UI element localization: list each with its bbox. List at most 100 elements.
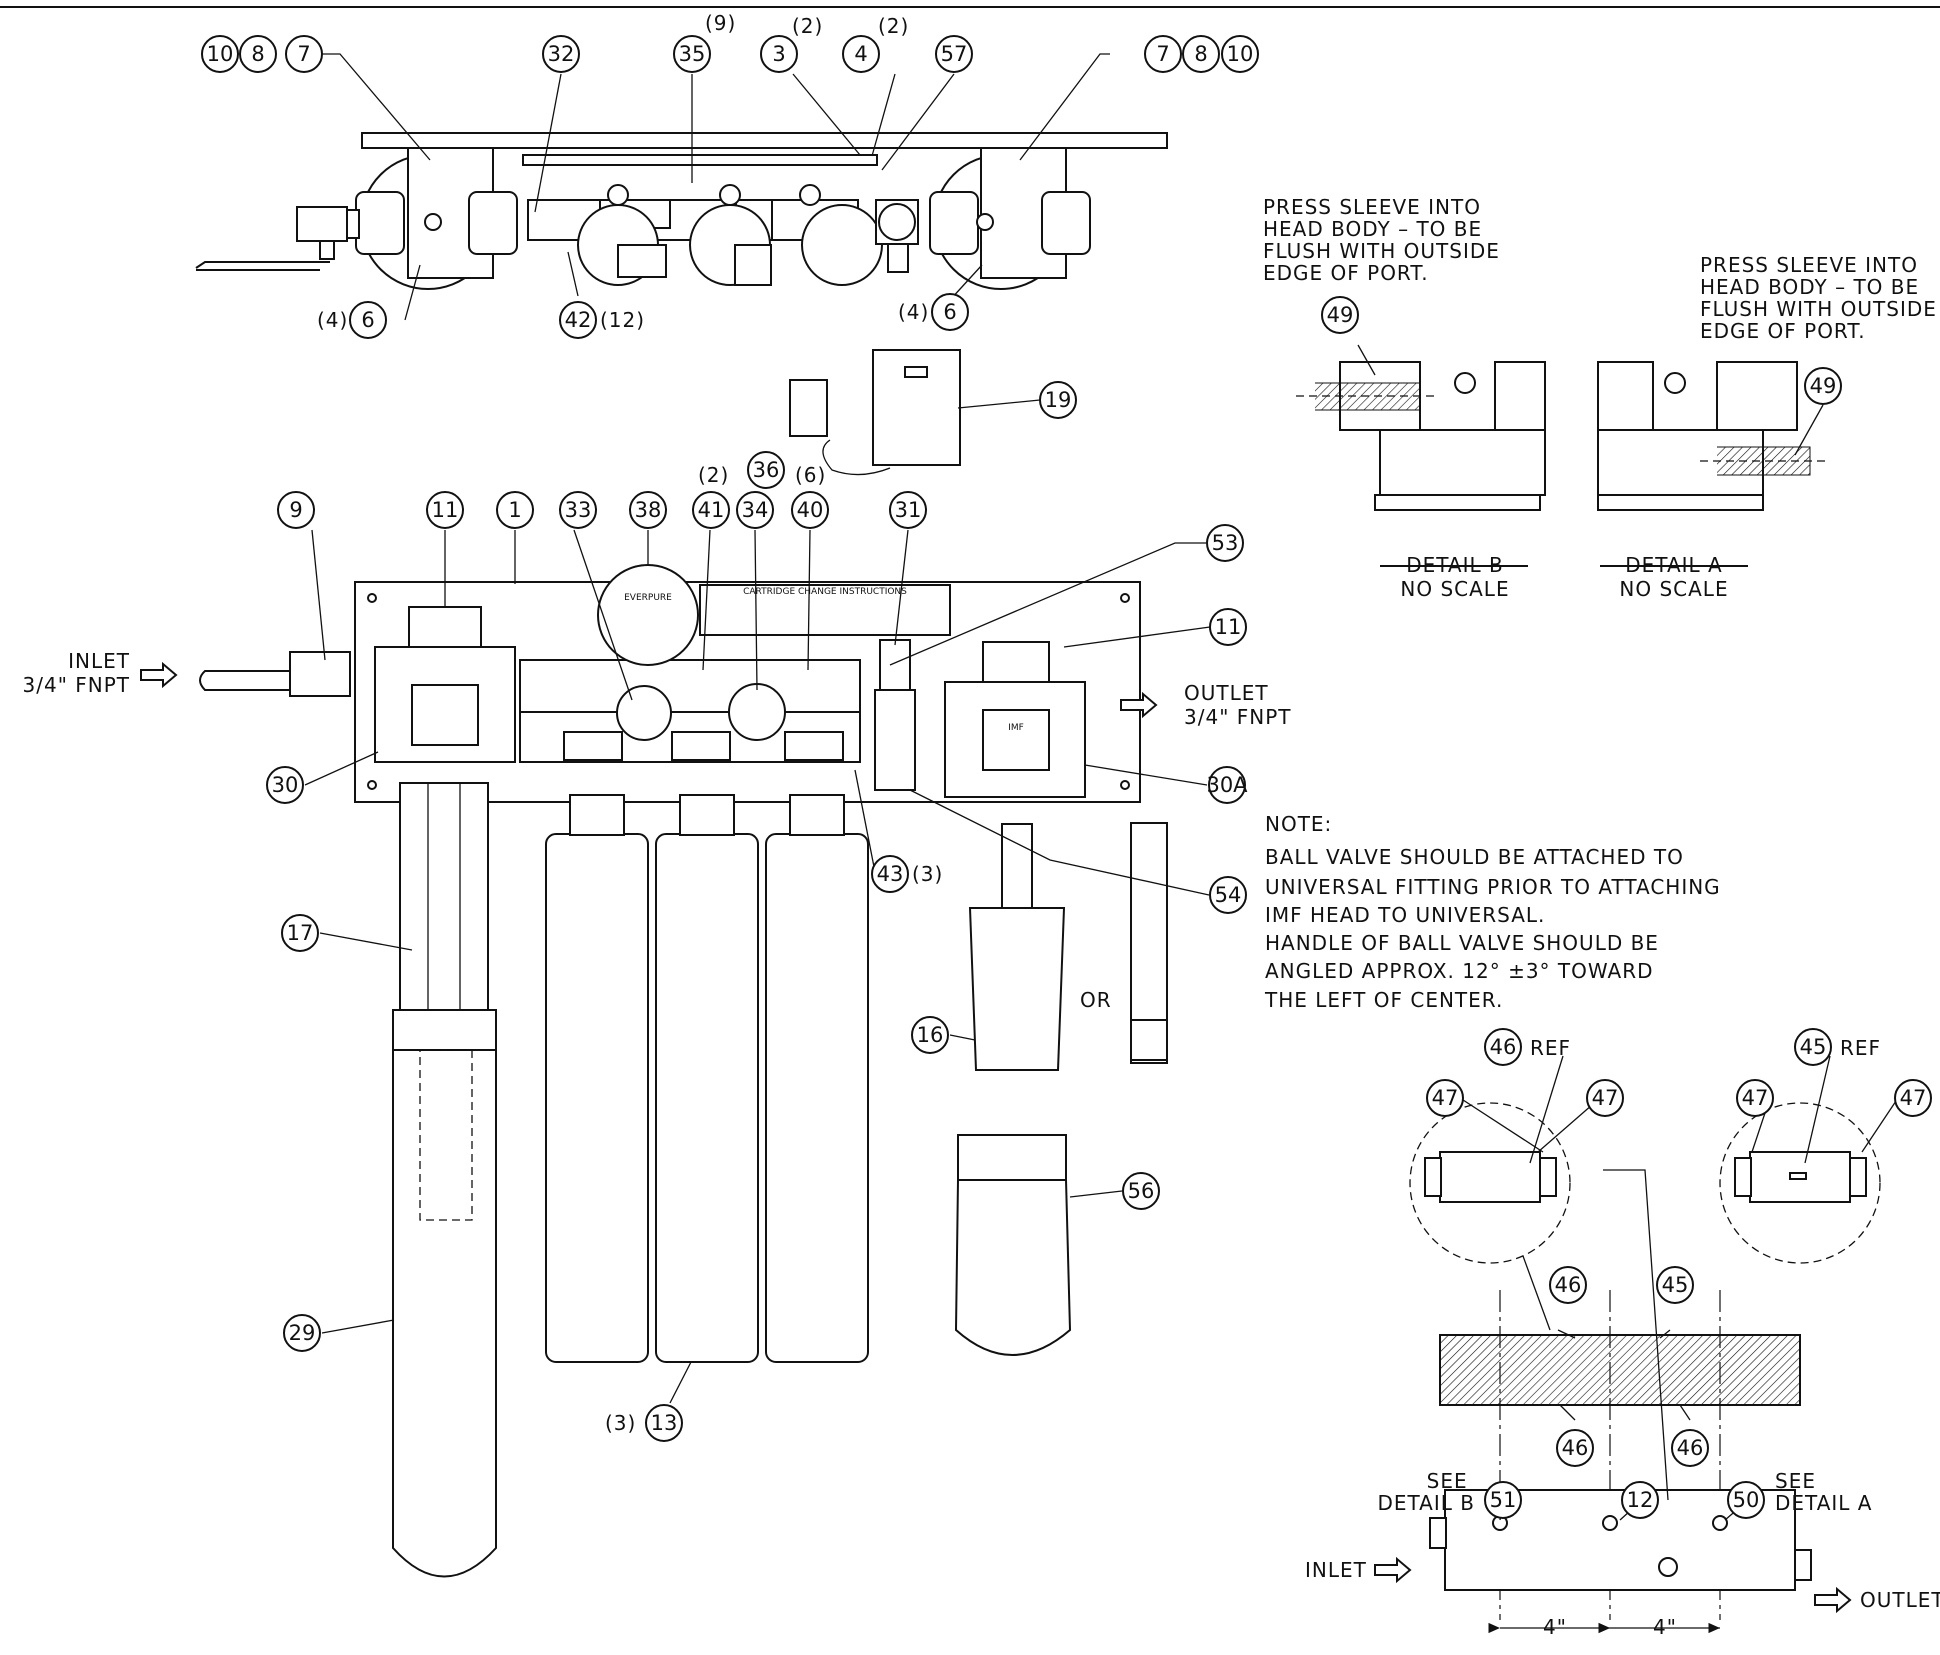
svg-text:11: 11 (432, 498, 459, 522)
svg-text:32: 32 (548, 42, 575, 66)
balloon-4: 4 (842, 35, 880, 73)
balloon-19: 19 (1039, 381, 1077, 419)
svg-text:6: 6 (361, 308, 374, 332)
qty-40: (6) (795, 463, 826, 487)
balloon-47-c: 47 (1736, 1079, 1774, 1117)
quantity-labels: (9) (2) (2) (4) (12) (4) (2) (6) (3) (3) (317, 11, 942, 1435)
balloon-57: 57 (935, 35, 973, 73)
balloon-9: 9 (277, 491, 315, 529)
svg-text:46: 46 (1562, 1436, 1589, 1460)
svg-text:45: 45 (1662, 1273, 1689, 1297)
balloon-54: 54 (1209, 876, 1247, 914)
cartridges (392, 782, 1168, 1578)
balloon-46-bottom-left: 46 (1556, 1429, 1594, 1467)
svg-text:57: 57 (941, 42, 968, 66)
svg-text:51: 51 (1490, 1488, 1517, 1512)
inlet2-arrow-icon (1374, 1556, 1412, 1584)
svg-text:7: 7 (297, 42, 310, 66)
outlet-label-2: OUTLET (1860, 1588, 1940, 1612)
balloon-49-a: 49 (1804, 367, 1842, 405)
dimension-4in-2: 4" (1653, 1615, 1677, 1639)
gauge-brand-label: EVERPURE (624, 593, 672, 603)
svg-text:3: 3 (772, 42, 785, 66)
svg-text:30A: 30A (1206, 773, 1248, 797)
svg-text:35: 35 (679, 42, 706, 66)
detail-a-title: DETAIL A (1625, 553, 1722, 577)
svg-text:36: 36 (753, 458, 780, 482)
press-sleeve-note-b: PRESS SLEEVE INTO HEAD BODY – TO BE FLUS… (1263, 195, 1507, 285)
balloon-10-right: 10 (1221, 35, 1259, 73)
balloon-46-bottom-right: 46 (1671, 1429, 1709, 1467)
svg-text:10: 10 (1227, 42, 1254, 66)
outlet-label: OUTLET (1184, 681, 1269, 705)
balloon-38: 38 (629, 491, 667, 529)
qty-41: (2) (698, 463, 729, 487)
qty-6-right: (4) (898, 300, 929, 324)
svg-text:49: 49 (1327, 303, 1354, 327)
svg-text:49: 49 (1810, 374, 1837, 398)
balloon-8-left: 8 (239, 35, 277, 73)
svg-text:1: 1 (508, 498, 521, 522)
balloon-46-top: 46 (1549, 1266, 1587, 1304)
balloon-45-ref: 45 (1794, 1028, 1832, 1066)
svg-text:13: 13 (651, 1411, 678, 1435)
pressure-gauge-small (616, 685, 672, 741)
inlet-label: INLET (68, 649, 130, 673)
svg-text:7: 7 (1156, 42, 1169, 66)
pressure-gauge-top (597, 564, 699, 666)
press-sleeve-note-a: PRESS SLEEVE INTO HEAD BODY – TO BE FLUS… (1700, 253, 1940, 343)
svg-text:11: 11 (1215, 615, 1242, 639)
balloon-47-a: 47 (1426, 1079, 1464, 1117)
svg-text:31: 31 (895, 498, 922, 522)
see-detail-b: SEE DETAIL B (1377, 1469, 1475, 1515)
note-body: BALL VALVE SHOULD BE ATTACHED TO UNIVERS… (1264, 845, 1728, 1012)
balloon-29: 29 (283, 1314, 321, 1352)
balloon-11-left: 11 (426, 491, 464, 529)
detail-a-scale: NO SCALE (1619, 577, 1728, 601)
svg-text:12: 12 (1627, 1488, 1654, 1512)
qty-42: (12) (600, 308, 645, 332)
svg-text:56: 56 (1128, 1179, 1155, 1203)
svg-text:47: 47 (1900, 1086, 1927, 1110)
balloon-30a: 30A (1206, 766, 1248, 804)
flow-arrows (140, 661, 1852, 1614)
svg-text:46: 46 (1555, 1273, 1582, 1297)
balloon-46-ref: 46 (1484, 1028, 1522, 1066)
outlet-arrow-icon (1120, 691, 1158, 719)
svg-text:46: 46 (1677, 1436, 1704, 1460)
balloon-53: 53 (1206, 524, 1244, 562)
svg-text:42: 42 (565, 308, 592, 332)
balloon-43: 43 (871, 855, 909, 893)
svg-text:45: 45 (1800, 1035, 1827, 1059)
balloon-7-left: 7 (285, 35, 323, 73)
outlet2-arrow-icon (1814, 1586, 1852, 1614)
balloon-34: 34 (736, 491, 774, 529)
balloon-50: 50 (1727, 1481, 1765, 1519)
detail-b-title: DETAIL B (1406, 553, 1504, 577)
svg-text:40: 40 (797, 498, 824, 522)
svg-text:19: 19 (1045, 388, 1072, 412)
balloon-12: 12 (1621, 1481, 1659, 1519)
cartridge-instructions-label: CARTRIDGE CHANGE INSTRUCTIONS (743, 587, 907, 597)
see-detail-a: SEE DETAIL A (1775, 1469, 1872, 1515)
qty-6-left: (4) (317, 308, 348, 332)
balloon-1: 1 (496, 491, 534, 529)
balloon-10-left: 10 (201, 35, 239, 73)
balloon-47-d: 47 (1894, 1079, 1932, 1117)
inlet-size: 3/4" FNPT (23, 673, 131, 697)
front-view: CARTRIDGE CHANGE INSTRUCTIONS EVERPURE I… (199, 349, 1141, 803)
balloon-3: 3 (760, 35, 798, 73)
svg-text:6: 6 (943, 300, 956, 324)
balloon-36: 36 (747, 451, 785, 489)
balloon-30: 30 (266, 766, 304, 804)
balloon-13: 13 (645, 1404, 683, 1442)
top-view (195, 132, 1168, 290)
balloon-16: 16 (911, 1016, 949, 1054)
qty-3: (2) (792, 14, 823, 38)
svg-text:47: 47 (1432, 1086, 1459, 1110)
svg-text:17: 17 (287, 921, 314, 945)
inlet-arrow-icon (140, 661, 178, 689)
balloon-32: 32 (542, 35, 580, 73)
note-title: NOTE: (1265, 812, 1332, 836)
